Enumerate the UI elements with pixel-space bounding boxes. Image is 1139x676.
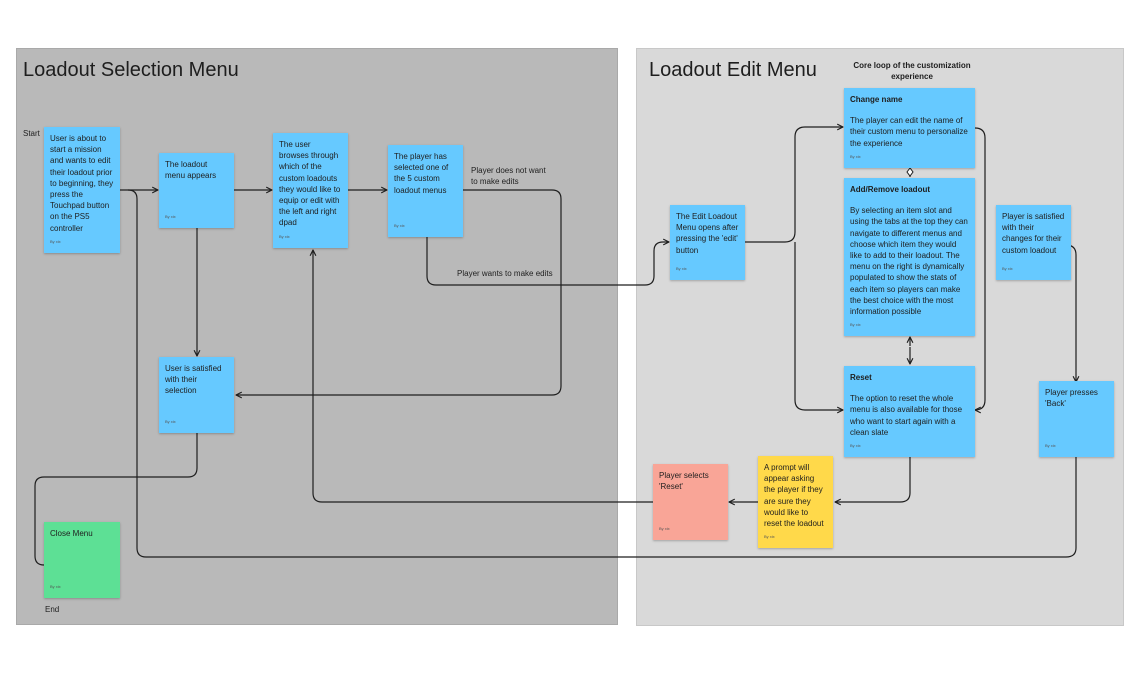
sticky-add-remove-loadout[interactable]: Add/Remove loadout By selecting an item … (844, 178, 975, 336)
connector-presses-back-to-selected (127, 189, 1077, 558)
connector-reset-to-prompt (835, 457, 911, 502)
sticky-change-name[interactable]: Change name The player can edit the name… (844, 88, 975, 168)
section-title-loadout-edit: Loadout Edit Menu (649, 59, 817, 81)
connector-satisfied-to-close (34, 433, 198, 565)
sticky-reset-prompt[interactable]: A prompt will appear asking the player i… (758, 456, 833, 548)
connector-selects-reset-to-browses (313, 250, 654, 503)
sticky-menu-appears[interactable]: The loadout menu appears By xix (159, 153, 234, 228)
sticky-player-selects-reset[interactable]: Player selects 'Reset' By xix (653, 464, 728, 540)
wants-edits-label: Player wants to make edits (457, 269, 553, 278)
sticky-user-browses[interactable]: The user browses through which of the cu… (273, 133, 348, 248)
end-label: End (45, 605, 60, 614)
sticky-presses-back[interactable]: Player presses 'Back' By xix (1039, 381, 1114, 457)
core-loop-label: Core loop of the customization experienc… (853, 61, 971, 81)
connector-edit-to-reset (794, 242, 843, 410)
section-title-loadout-selection: Loadout Selection Menu (23, 59, 239, 81)
sticky-satisfied-changes[interactable]: Player is satisfied with their changes f… (996, 205, 1071, 280)
connector-no-edits-loop (236, 189, 562, 395)
sticky-user-about-to-start[interactable]: User is about to start a mission and wan… (44, 127, 120, 253)
sticky-player-selected[interactable]: The player has selected one of the 5 cus… (388, 145, 463, 237)
start-label: Start (23, 129, 40, 138)
sticky-edit-menu-opens[interactable]: The Edit Loadout Menu opens after pressi… (670, 205, 745, 280)
connector-change-name-to-satisfied (975, 127, 986, 410)
connector-wants-edits (426, 237, 669, 286)
connector-change-name-add-remove (906, 167, 914, 177)
sticky-reset[interactable]: Reset The option to reset the whole menu… (844, 366, 975, 457)
sticky-satisfied-selection[interactable]: User is satisfied with their selection B… (159, 357, 234, 433)
sticky-close-menu[interactable]: Close Menu By xix (44, 522, 120, 598)
no-edits-label: Player does not want to make edits (471, 166, 546, 186)
connector-edit-to-change-name (745, 127, 843, 243)
